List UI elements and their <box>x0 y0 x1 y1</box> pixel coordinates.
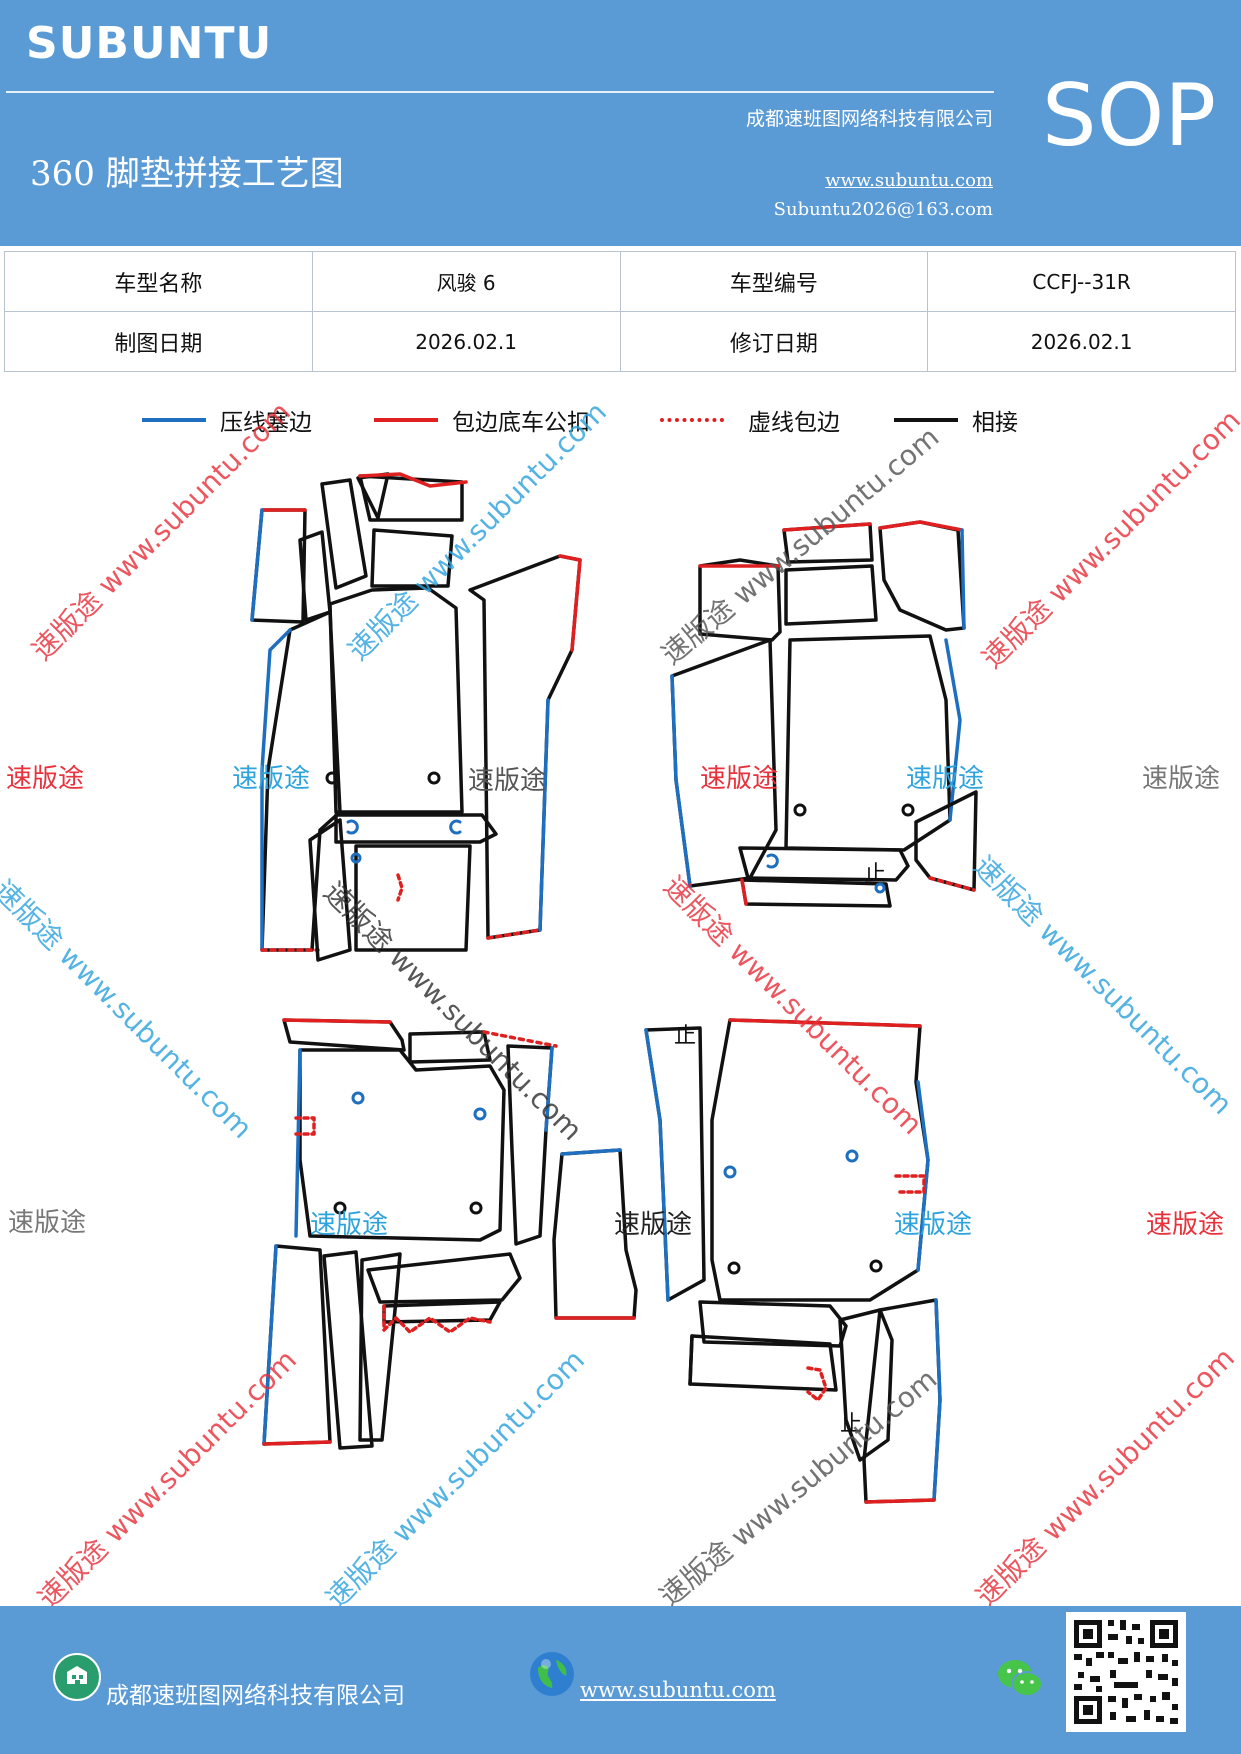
revise-date-value: 2026.02.1 <box>927 311 1236 372</box>
watermark-brand: 速版途 <box>894 1210 973 1240</box>
legend-label: 压线塞边 <box>220 410 312 436</box>
wechat-icon <box>998 1660 1043 1697</box>
watermark-brand: 速版途 <box>614 1210 693 1240</box>
watermark-brand: 速版途 <box>6 764 85 794</box>
qr-code <box>1066 1612 1186 1732</box>
building-icon <box>53 1653 101 1701</box>
legend-label: 包边底车公扣 <box>452 410 590 436</box>
footer-company-name: 成都速班图网络科技有限公司 <box>106 1683 405 1709</box>
watermark-brand: 速版途 <box>232 764 311 794</box>
stop-mark: 止 <box>864 862 887 887</box>
stop-mark: 止 <box>674 1024 697 1049</box>
brand-logo: SUBUNTU <box>26 18 273 69</box>
model-code-label: 车型编号 <box>619 251 929 312</box>
legend-swatch <box>660 418 724 422</box>
legend-edge-clip: 包边底车公扣 <box>374 400 590 440</box>
legend-label: 虚线包边 <box>748 410 840 436</box>
document-title: 360 脚垫拼接工艺图 <box>30 154 344 194</box>
model-name-value: 风骏 6 <box>311 251 621 312</box>
globe-icon <box>530 1652 574 1696</box>
stop-mark: 止 <box>840 1412 863 1437</box>
legend-press-line: 压线塞边 <box>142 400 312 440</box>
draw-date-label: 制图日期 <box>4 311 313 372</box>
model-name-label: 车型名称 <box>4 251 313 312</box>
watermark-brand: 速版途 <box>8 1208 87 1238</box>
mat-rear-left <box>262 1018 638 1450</box>
watermark-brand: 速版途 <box>310 1210 389 1240</box>
mat-front-left <box>250 472 582 962</box>
mat-rear-right <box>644 1018 942 1504</box>
sop-badge: SOP <box>1042 66 1217 166</box>
legend-dotted-edge: 虚线包边 <box>660 400 840 440</box>
draw-date-value: 2026.02.1 <box>311 311 621 372</box>
email-address: Subuntu2026@163.com <box>773 199 993 220</box>
website-link[interactable]: www.subuntu.com <box>825 170 993 191</box>
mat-front-right <box>670 520 978 908</box>
table-row: 制图日期 2026.02.1 修订日期 2026.02.1 <box>4 311 1236 372</box>
header-divider <box>6 91 994 93</box>
table-row: 车型名称 风骏 6 车型编号 CCFJ--31R <box>4 251 1236 312</box>
legend-swatch <box>142 418 206 422</box>
watermark-brand: 速版途 <box>906 764 985 794</box>
revise-date-label: 修订日期 <box>619 311 929 372</box>
watermark-brand: 速版途 <box>1146 1210 1225 1240</box>
model-code-value: CCFJ--31R <box>927 251 1236 312</box>
footer-band: 成都速班图网络科技有限公司 www.subuntu.com <box>0 1606 1241 1754</box>
watermark-brand: 速版途 <box>1142 764 1221 794</box>
watermark-brand: 速版途 <box>700 764 779 794</box>
vehicle-info-table: 车型名称 风骏 6 车型编号 CCFJ--31R 制图日期 2026.02.1 … <box>4 251 1236 372</box>
legend-join: 相接 <box>894 400 1018 440</box>
header-band: SUBUNTU 成都速班图网络科技有限公司 360 脚垫拼接工艺图 www.su… <box>0 0 1241 246</box>
company-name: 成都速班图网络科技有限公司 <box>745 108 993 130</box>
legend-swatch <box>374 418 438 422</box>
watermark-brand: 速版途 <box>468 766 547 796</box>
legend-swatch <box>894 418 958 422</box>
legend-label: 相接 <box>972 410 1018 436</box>
footer-website-link[interactable]: www.subuntu.com <box>580 1678 776 1702</box>
